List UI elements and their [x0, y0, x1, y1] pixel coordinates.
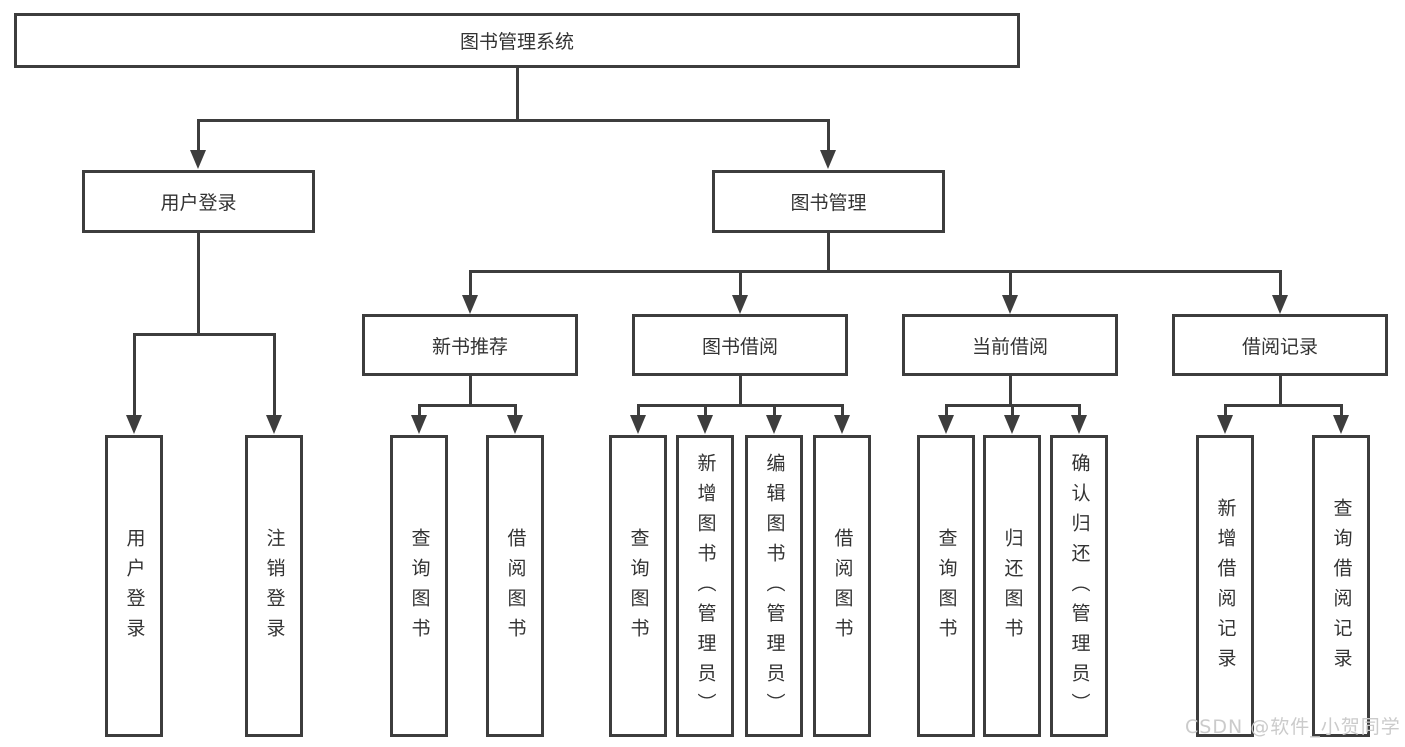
arrow-down-icon	[1272, 295, 1288, 314]
node-user-login: 用户登录	[82, 170, 315, 233]
leaf-query-borrow-record: 查询借阅记录	[1312, 435, 1370, 737]
connector-borrow-records-stem	[1279, 376, 1282, 406]
arrow-down-icon	[834, 415, 850, 434]
leaf-return-books: 归还图书	[983, 435, 1041, 737]
connector-drop-user-login	[197, 119, 200, 152]
connector-root-stem	[516, 68, 519, 121]
leaf-borrow-books: 借阅图书	[813, 435, 871, 737]
node-borrow-records: 借阅记录	[1172, 314, 1388, 376]
connector-drop	[945, 404, 948, 417]
connector-drop	[704, 404, 707, 417]
leaf-user-login: 用户登录	[105, 435, 163, 737]
node-new-book-recommend: 新书推荐	[362, 314, 578, 376]
leaf-query-books-borrow: 查询图书	[609, 435, 667, 737]
arrow-down-icon	[630, 415, 646, 434]
arrow-down-icon	[697, 415, 713, 434]
connector-drop-leaf-user-login	[133, 333, 136, 416]
connector-drop-leaf-logout	[273, 333, 276, 416]
arrow-down-icon	[732, 295, 748, 314]
leaf-borrow-books-recommend: 借阅图书	[486, 435, 544, 737]
leaf-query-books-recommend: 查询图书	[390, 435, 448, 737]
connector-drop-current-borrow	[1009, 270, 1012, 297]
connector-user-login-stem	[197, 233, 200, 336]
connector-new-books-stem	[469, 376, 472, 406]
connector-drop	[1224, 404, 1227, 417]
leaf-query-books-current: 查询图书	[917, 435, 975, 737]
connector-drop	[1011, 404, 1014, 417]
csdn-watermark: CSDN @软件_小贺同学	[1185, 716, 1401, 738]
arrow-down-icon	[126, 415, 142, 434]
arrow-down-icon	[266, 415, 282, 434]
connector-drop	[418, 404, 421, 417]
connector-drop-new-books	[469, 270, 472, 297]
connector-drop	[841, 404, 844, 417]
connector-drop	[1078, 404, 1081, 417]
connector-drop	[514, 404, 517, 417]
connector-drop	[1340, 404, 1343, 417]
connector-drop	[773, 404, 776, 417]
arrow-down-icon	[1002, 295, 1018, 314]
connector-new-books-bar	[419, 404, 517, 407]
leaf-logout: 注销登录	[245, 435, 303, 737]
arrow-down-icon	[1071, 415, 1087, 434]
leaf-edit-books-admin: 编辑图书（管理员）	[745, 435, 803, 737]
arrow-down-icon	[411, 415, 427, 434]
connector-current-borrow-stem	[1009, 376, 1012, 406]
connector-user-login-bar	[134, 333, 276, 336]
arrow-down-icon	[462, 295, 478, 314]
node-book-management: 图书管理	[712, 170, 945, 233]
connector-drop-book-management	[827, 119, 830, 152]
node-current-borrow: 当前借阅	[902, 314, 1118, 376]
leaf-confirm-return-admin: 确认归还（管理员）	[1050, 435, 1108, 737]
arrow-down-icon	[507, 415, 523, 434]
connector-drop-borrow-records	[1279, 270, 1282, 297]
node-book-borrow: 图书借阅	[632, 314, 848, 376]
connector-borrow-records-bar	[1225, 404, 1342, 407]
arrow-down-icon	[820, 150, 836, 169]
connector-book-borrow-stem	[739, 376, 742, 406]
leaf-add-borrow-record: 新增借阅记录	[1196, 435, 1254, 737]
arrow-down-icon	[1217, 415, 1233, 434]
arrow-down-icon	[1333, 415, 1349, 434]
node-library-system: 图书管理系统	[14, 13, 1020, 68]
connector-root-bar	[197, 119, 830, 122]
connector-book-management-bar	[470, 270, 1282, 273]
connector-book-management-stem	[827, 233, 830, 272]
arrow-down-icon	[190, 150, 206, 169]
arrow-down-icon	[766, 415, 782, 434]
arrow-down-icon	[1004, 415, 1020, 434]
connector-drop-book-borrow	[739, 270, 742, 297]
connector-book-borrow-bar	[638, 404, 843, 407]
connector-drop	[637, 404, 640, 417]
arrow-down-icon	[938, 415, 954, 434]
leaf-add-books-admin: 新增图书（管理员）	[676, 435, 734, 737]
